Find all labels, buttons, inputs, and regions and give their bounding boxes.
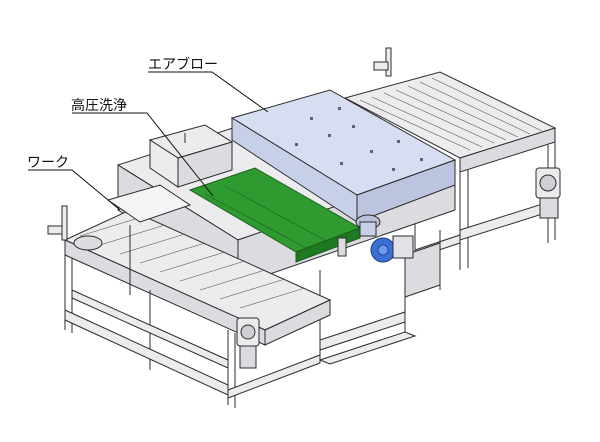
- leader-lines: [28, 71, 269, 211]
- wash-motor: [337, 214, 414, 263]
- label-workpiece: ワーク: [27, 155, 69, 171]
- entry-conveyor: [47, 205, 332, 408]
- leader-high-pressure-wash: [72, 112, 214, 197]
- entry-motor: [236, 317, 260, 369]
- leader-air-blow: [148, 71, 269, 113]
- workpiece: [106, 184, 192, 223]
- label-air-blow: エアブロー: [148, 57, 218, 73]
- label-high-pressure-wash: 高圧洗浄: [71, 98, 127, 114]
- exit-motor: [535, 167, 561, 219]
- control-box: [148, 124, 234, 188]
- leader-workpiece: [28, 169, 121, 211]
